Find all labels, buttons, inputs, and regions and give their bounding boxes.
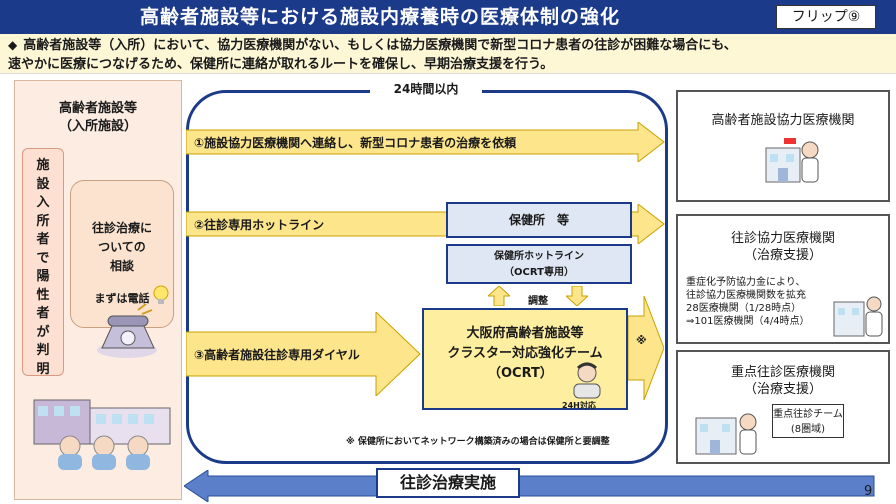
consult-line-2: ついての — [98, 240, 146, 254]
down-arrow-icon — [566, 286, 588, 306]
facility-title-line-1: 高齢者施設等 — [58, 101, 137, 116]
route3-label: ③高齢者施設往診専用ダイヤル — [194, 348, 360, 362]
facility-title-line-2: （入所施設） — [58, 119, 137, 134]
note-mark: ※ — [636, 334, 647, 347]
house-call-hospital-title: 往診協力医療機関 — [730, 231, 835, 246]
hotline-box: 保健所ホットライン （OCRT専用） — [446, 244, 632, 284]
priority-house-call-title: 重点往診医療機関 — [730, 365, 835, 380]
page-title: 高齢者施設等における施設内療養時の医療体制の強化 — [139, 6, 620, 28]
hotline-line-2: （OCRT専用） — [504, 267, 574, 278]
ocrt-line-1: 大阪府高齢者施設等 — [466, 326, 584, 341]
cooperating-hospital-title: 高齢者施設協力医療機関 — [711, 113, 855, 128]
hospital-doctor-illustration-3 — [695, 413, 757, 455]
priority-team-line-1: 重点往診チーム — [773, 409, 843, 420]
lightbulb-icon — [153, 285, 169, 304]
adjust-label: 調整 — [528, 296, 548, 307]
health-center-box: 保健所 等 — [446, 202, 632, 238]
priority-team-line-2: (8圏域) — [790, 424, 826, 435]
ocrt-line-3: （OCRT） — [488, 366, 553, 381]
house-call-hospital-sub: （治療支援） — [743, 248, 822, 263]
up-arrow-icon — [488, 286, 510, 306]
expansion-line-3: 28医療機関（1/28時点） — [686, 303, 802, 314]
priority-house-call-sub: （治療支援） — [743, 382, 822, 397]
hotline-line-1: 保健所ホットライン — [494, 251, 584, 262]
operator-icon — [573, 362, 601, 399]
facility-title: 高齢者施設等 （入所施設） — [14, 100, 182, 136]
ocrt-24h-label: 24H対応 — [562, 401, 596, 410]
route1-arrow — [186, 122, 665, 162]
title-bar — [0, 0, 896, 34]
consult-phone-first: まずは電話 — [94, 292, 150, 305]
route3-arrow — [186, 312, 421, 396]
route1-label: ①施設協力医療機関へ連絡し、新型コロナ患者の治療を依頼 — [194, 136, 517, 150]
summary-line-1: 高齢者施設等（入所）において、協力医療機関がない、もしくは協力医療機関で新型コロ… — [23, 38, 737, 53]
ocrt-out-arrow — [628, 296, 664, 400]
expansion-line-2: 往診協力医療機関数を拡充 — [686, 290, 806, 301]
summary-line-2: 速やかに医療につなげるため、保健所に連絡が取れるルートを確保し、早期治療支援を行… — [8, 57, 554, 72]
house-call-expansion-note: 重症化予防協力金により、 往診協力医療機関数を拡充 28医療機関（1/28時点）… — [686, 276, 826, 328]
hours-label: 24時間以内 — [370, 80, 482, 98]
flip-badge: フリップ⑨ — [776, 5, 876, 29]
positive-case-label: 施設入所者で陽性者が判明 — [36, 158, 50, 377]
hospital-doctor-illustration-2 — [833, 296, 883, 337]
diamond-bullet-icon: ◆ — [8, 38, 18, 52]
expansion-line-4: ⇒101医療機関（4/4時点） — [686, 316, 810, 327]
expansion-line-1: 重症化予防協力金により、 — [686, 277, 806, 288]
priority-team-box: 重点往診チーム (8圏域) — [772, 404, 844, 438]
telephone-icon — [97, 304, 157, 358]
hospital-doctor-illustration — [765, 138, 819, 183]
house-call-return-arrow — [184, 470, 875, 502]
summary-banner: ◆ 高齢者施設等（入所）において、協力医療機関がない、もしくは協力医療機関で新型コ… — [0, 34, 896, 74]
footnote: ※ 保健所においてネットワーク構築済みの場合は保健所と要調整 — [346, 437, 610, 447]
cooperating-hospital-box: 高齢者施設協力医療機関 — [676, 90, 890, 202]
positive-case-box: 施設入所者で陽性者が判明 — [22, 148, 64, 377]
ocrt-line-2: クラスター対応強化チーム — [447, 346, 603, 361]
house-call-treatment-label: 往診治療実施 — [376, 468, 520, 498]
page-number: 9 — [864, 484, 873, 499]
consult-line-1: 往診治療に — [91, 221, 152, 235]
facility-residents-illustration — [33, 399, 171, 470]
route2-label: ②往診専用ホットライン — [194, 218, 325, 232]
consult-line-3: 相談 — [109, 259, 134, 273]
